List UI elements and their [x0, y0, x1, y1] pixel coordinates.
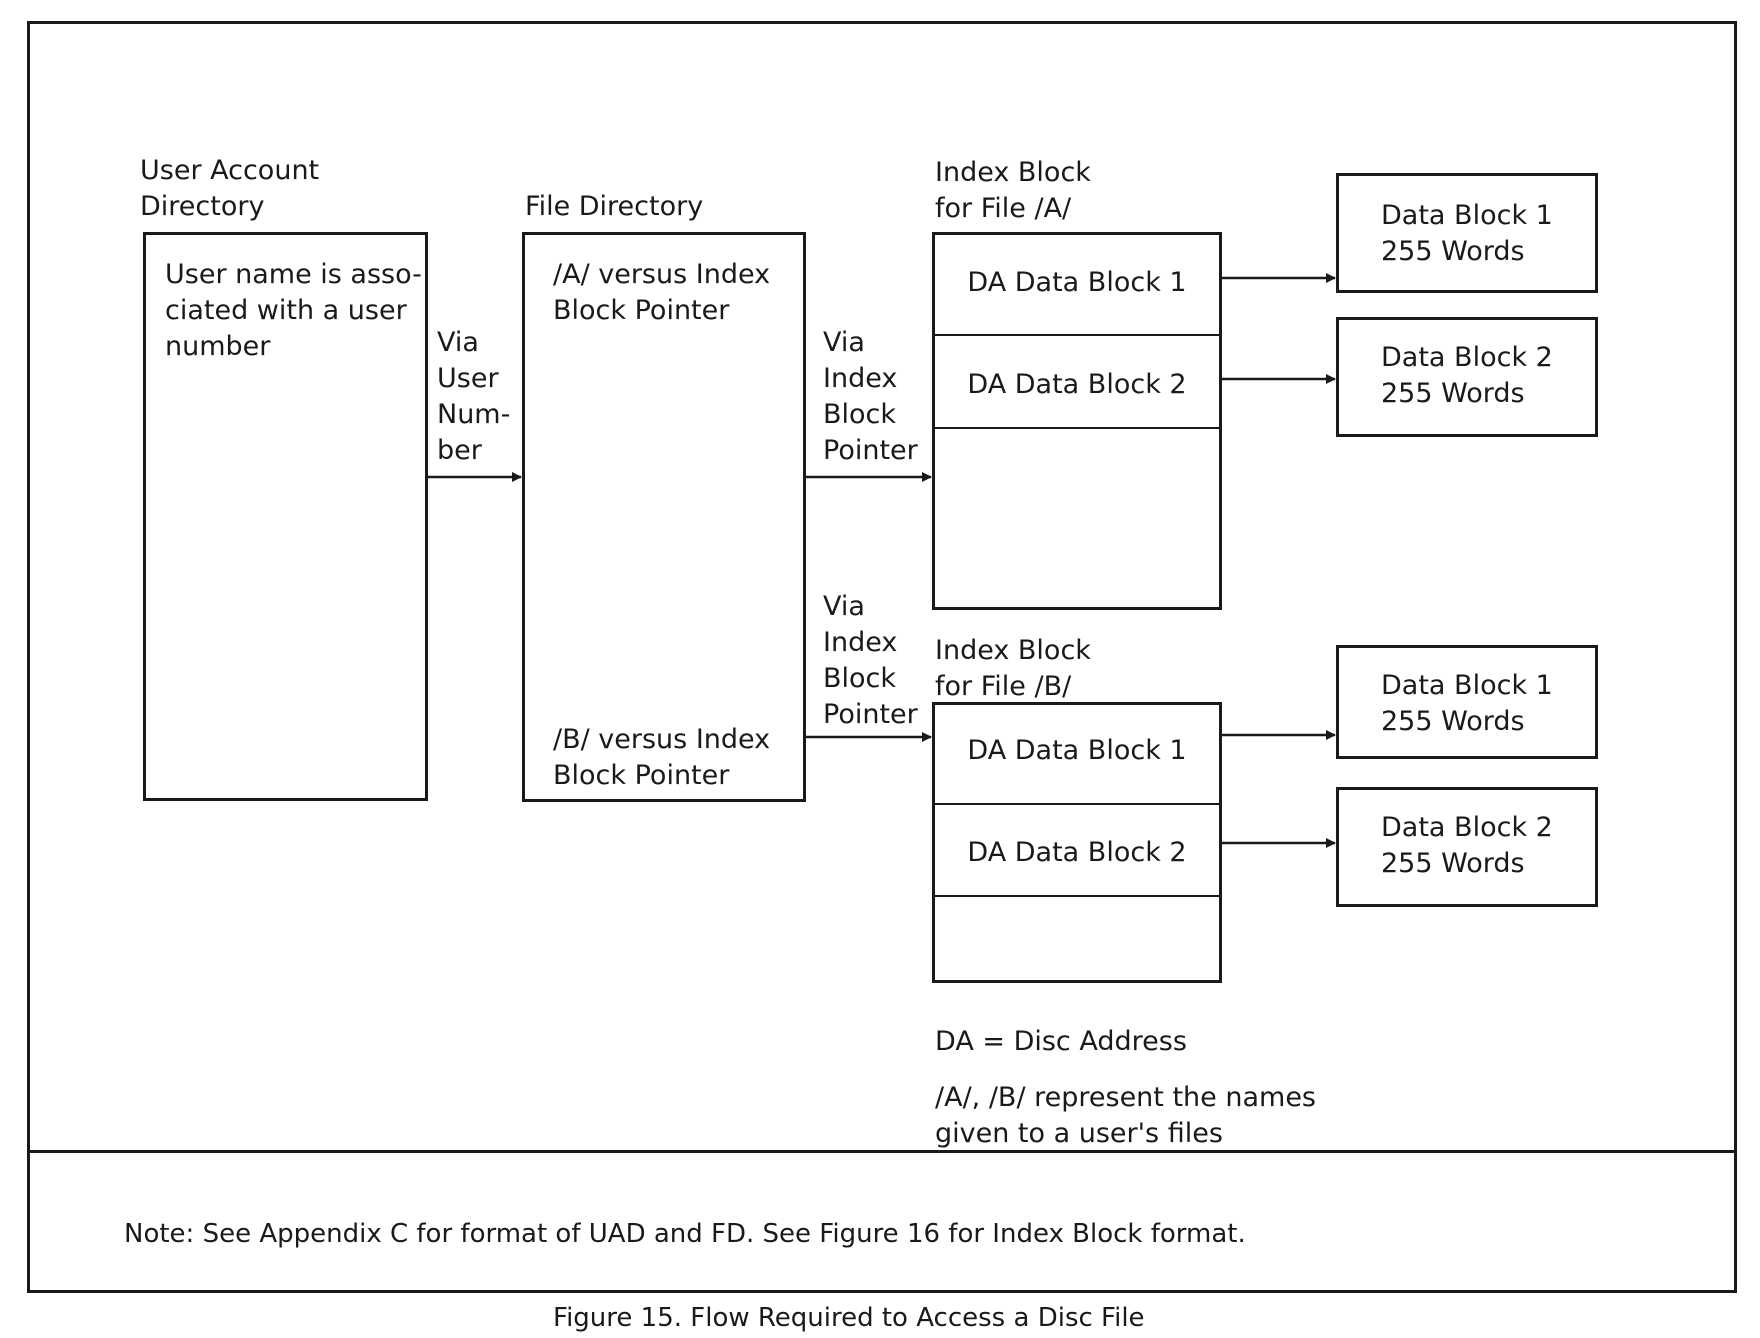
data-block-a1-size: 255 Words	[1381, 236, 1525, 267]
data-block-a1-name: Data Block 1	[1381, 200, 1553, 231]
data-block-b2: Data Block 2 255 Words	[1336, 787, 1598, 907]
uad-label-line1: User Account	[140, 155, 320, 186]
data-block-b1-size: 255 Words	[1381, 706, 1525, 737]
via-user-number-line1: Via	[437, 327, 479, 358]
via-index-a-line2: Index	[823, 363, 898, 394]
index-b-divider2	[935, 895, 1219, 897]
uad-text-line3: number	[165, 331, 271, 362]
index-block-a-box: DA Data Block 1 DA Data Block 2	[932, 232, 1222, 610]
legend-da: DA = Disc Address	[935, 1026, 1187, 1057]
uad-text-line1: User name is asso-	[165, 259, 422, 290]
index-a-row1: DA Data Block 1	[967, 267, 1187, 298]
index-b-divider1	[935, 803, 1219, 805]
via-user-number-line4: ber	[437, 435, 482, 466]
via-index-b-line3: Block	[823, 663, 897, 694]
uad-label-line2: Directory	[140, 191, 265, 222]
index-b-label-line2: for File /B/	[935, 671, 1072, 702]
fd-entry-b-line1: /B/ versus Index	[553, 724, 771, 755]
legend-names-line2: given to a user's files	[935, 1118, 1223, 1149]
via-index-a-line3: Block	[823, 399, 897, 430]
via-index-b-line4: Pointer	[823, 699, 918, 730]
via-user-number-line2: User	[437, 363, 499, 394]
data-block-a2-name: Data Block 2	[1381, 342, 1553, 373]
index-block-b-box: DA Data Block 1 DA Data Block 2	[932, 702, 1222, 983]
via-index-b-line2: Index	[823, 627, 898, 658]
fd-entry-a-line1: /A/ versus Index	[553, 259, 771, 290]
index-b-label-line1: Index Block	[935, 635, 1091, 666]
index-a-label-line1: Index Block	[935, 157, 1091, 188]
index-a-label-line2: for File /A/	[935, 193, 1072, 224]
index-a-divider1	[935, 334, 1219, 336]
data-block-a2: Data Block 2 255 Words	[1336, 317, 1598, 437]
via-index-a-line4: Pointer	[823, 435, 918, 466]
data-block-b2-size: 255 Words	[1381, 848, 1525, 879]
data-block-b1: Data Block 1 255 Words	[1336, 645, 1598, 759]
note-divider	[27, 1150, 1737, 1153]
fd-label: File Directory	[525, 191, 704, 222]
index-a-divider2	[935, 427, 1219, 429]
index-b-row2: DA Data Block 2	[967, 837, 1187, 868]
file-directory-box: /A/ versus Index Block Pointer /B/ versu…	[522, 232, 806, 802]
data-block-a1: Data Block 1 255 Words	[1336, 173, 1598, 293]
figure-frame	[27, 21, 1737, 1293]
via-user-number-line3: Num-	[437, 399, 511, 430]
via-index-a-line1: Via	[823, 327, 865, 358]
data-block-b2-name: Data Block 2	[1381, 812, 1553, 843]
index-a-row2: DA Data Block 2	[967, 369, 1187, 400]
user-account-directory-box: User name is asso- ciated with a user nu…	[143, 232, 428, 801]
via-index-b-line1: Via	[823, 591, 865, 622]
fd-entry-b-line2: Block Pointer	[553, 760, 730, 791]
legend-names-line1: /A/, /B/ represent the names	[935, 1082, 1316, 1113]
data-block-b1-name: Data Block 1	[1381, 670, 1553, 701]
index-b-row1: DA Data Block 1	[967, 735, 1187, 766]
data-block-a2-size: 255 Words	[1381, 378, 1525, 409]
note-text: Note: See Appendix C for format of UAD a…	[124, 1219, 1246, 1249]
fd-entry-a-line2: Block Pointer	[553, 295, 730, 326]
figure-caption: Figure 15. Flow Required to Access a Dis…	[553, 1303, 1145, 1333]
uad-text-line2: ciated with a user	[165, 295, 407, 326]
